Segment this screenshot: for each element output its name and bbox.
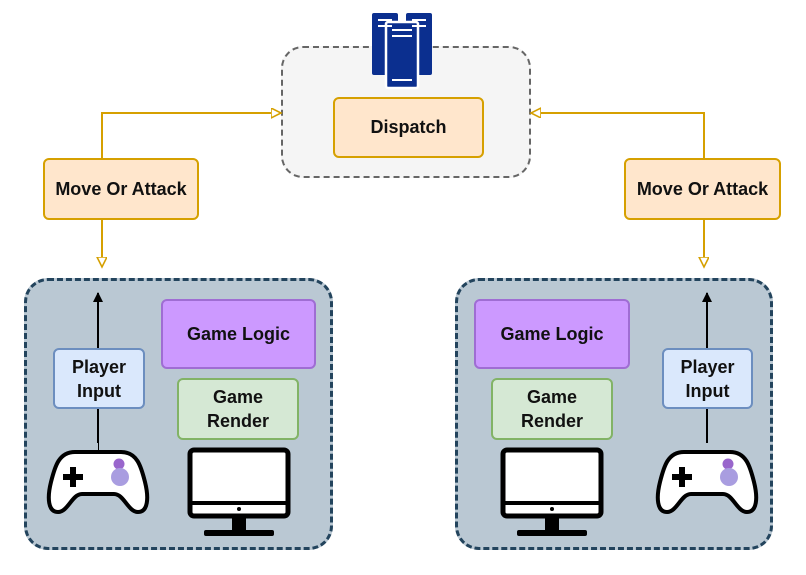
left-to-dispatch-arrow: [101, 113, 280, 158]
left-player-input-label: Player Input: [71, 356, 127, 401]
left-move-or-attack-label: Move Or Attack: [55, 178, 187, 199]
right-player-input-box: Player Input: [662, 348, 753, 409]
right-player-input-label: Player Input: [680, 356, 735, 401]
dispatch-label: Dispatch: [370, 117, 447, 137]
right-move-or-attack-label: Move Or Attack: [636, 178, 769, 199]
left-game-render-label: Game Render: [206, 387, 269, 431]
left-game-render-box: Game Render: [177, 378, 299, 440]
dispatch-box: Dispatch: [333, 97, 484, 158]
gamepad-icon: [46, 443, 150, 514]
right-game-render-box: Game Render: [491, 378, 613, 440]
right-game-logic-label: Game Logic: [500, 323, 604, 344]
left-game-logic-label: Game Logic: [186, 323, 291, 344]
left-game-logic-box: Game Logic: [161, 299, 316, 369]
server-icon: [372, 13, 432, 90]
left-move-or-attack-box: Move Or Attack: [43, 158, 199, 220]
right-game-logic-box: Game Logic: [474, 299, 630, 369]
right-move-or-attack-box: Move Or Attack: [624, 158, 781, 220]
monitor-icon: [500, 447, 604, 536]
right-game-render-label: Game Render: [520, 387, 583, 431]
monitor-icon: [187, 447, 291, 536]
gamepad-icon: [655, 450, 759, 514]
left-player-input-box: Player Input: [53, 348, 145, 409]
right-to-dispatch-arrow: [532, 113, 705, 158]
